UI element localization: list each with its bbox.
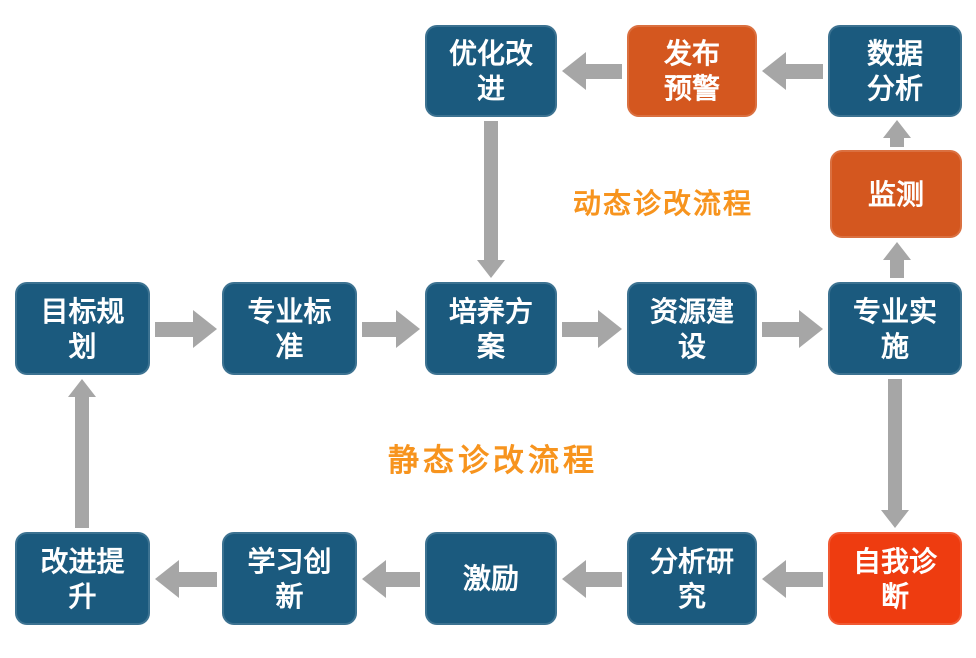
- arrow-standard-to-plan: [362, 310, 420, 348]
- node-release-warning: 发布 预警: [627, 25, 757, 117]
- dynamic-flow-label: 动态诊改流程: [573, 188, 754, 219]
- node-optimize-improve: 优化改 进: [425, 25, 557, 117]
- arrow-plan-to-resource: [562, 310, 622, 348]
- node-data-analysis-label: 数据 分析: [866, 38, 923, 104]
- arrow-self-diagnosis-to-research: [762, 560, 823, 598]
- node-improvement-promotion: 改进提 升: [15, 532, 150, 625]
- arrow-shaft: [586, 571, 622, 587]
- arrow-shaft: [890, 260, 904, 278]
- arrow-shaft: [890, 138, 904, 147]
- node-monitoring: 监测: [830, 150, 962, 238]
- arrow-head: [477, 260, 505, 278]
- arrow-shaft: [786, 571, 823, 587]
- arrow-shaft: [386, 571, 420, 587]
- arrow-shaft: [762, 321, 799, 337]
- arrow-head: [396, 310, 420, 348]
- node-analysis-research: 分析研 究: [627, 532, 757, 625]
- arrow-head: [799, 310, 823, 348]
- node-learning-innovation-label: 学习创 新: [247, 545, 332, 612]
- node-release-warning-label: 发布 预警: [663, 38, 720, 104]
- node-professional-standard: 专业标 准: [222, 282, 357, 375]
- node-training-plan-label: 培养方 案: [448, 295, 533, 362]
- node-optimize-improve-label: 优化改 进: [448, 38, 533, 104]
- arrow-head: [155, 560, 179, 598]
- arrow-shaft: [362, 321, 396, 337]
- arrow-head: [883, 242, 911, 260]
- arrow-head: [193, 310, 217, 348]
- arrow-shaft: [562, 321, 598, 337]
- node-learning-innovation: 学习创 新: [222, 532, 357, 625]
- arrow-head: [562, 52, 586, 90]
- arrow-shaft: [786, 63, 823, 79]
- arrow-head: [68, 379, 96, 397]
- arrow-head: [883, 120, 911, 138]
- static-flow-label: 静态诊改流程: [388, 443, 598, 478]
- arrow-incentive-to-learning: [362, 560, 420, 598]
- arrow-implementation-to-self-diagnosis: [881, 379, 909, 528]
- arrow-monitoring-to-data-analysis: [883, 120, 911, 147]
- arrow-head: [362, 560, 386, 598]
- node-incentive-label: 激励: [462, 563, 519, 594]
- node-self-diagnosis: 自我诊 断: [828, 532, 962, 625]
- node-monitoring-label: 监测: [867, 178, 924, 210]
- arrow-shaft: [888, 379, 902, 510]
- arrow-head: [562, 560, 586, 598]
- node-analysis-research-label: 分析研 究: [649, 545, 734, 612]
- arrow-shaft: [179, 571, 217, 587]
- arrow-implementation-to-monitoring: [883, 242, 911, 278]
- node-incentive: 激励: [425, 532, 557, 625]
- node-training-plan: 培养方 案: [425, 282, 557, 375]
- arrow-optimize-to-training-plan: [477, 121, 505, 278]
- node-professional-implementation: 专业实 施: [828, 282, 962, 375]
- arrow-shaft: [75, 397, 89, 528]
- arrow-shaft: [586, 63, 622, 79]
- node-goal-planning-label: 目标规 划: [40, 295, 125, 362]
- arrow-data-analysis-to-release-warning: [762, 52, 823, 90]
- arrow-learning-to-improvement: [155, 560, 217, 598]
- arrow-release-warning-to-optimize: [562, 52, 622, 90]
- node-resource-construction: 资源建 设: [627, 282, 757, 375]
- arrow-goal-to-standard: [155, 310, 217, 348]
- arrow-resource-to-implementation: [762, 310, 823, 348]
- node-professional-standard-label: 专业标 准: [247, 295, 332, 362]
- arrow-improvement-to-goal: [68, 379, 96, 528]
- node-professional-implementation-label: 专业实 施: [852, 295, 937, 362]
- arrow-head: [598, 310, 622, 348]
- arrow-shaft: [155, 321, 193, 337]
- node-self-diagnosis-label: 自我诊 断: [852, 545, 937, 612]
- node-improvement-promotion-label: 改进提 升: [40, 545, 125, 612]
- arrow-head: [881, 510, 909, 528]
- node-goal-planning: 目标规 划: [15, 282, 150, 375]
- arrow-head: [762, 560, 786, 598]
- arrow-research-to-incentive: [562, 560, 622, 598]
- node-resource-construction-label: 资源建 设: [649, 295, 734, 362]
- node-data-analysis: 数据 分析: [828, 25, 962, 117]
- arrow-head: [762, 52, 786, 90]
- arrow-shaft: [484, 121, 498, 260]
